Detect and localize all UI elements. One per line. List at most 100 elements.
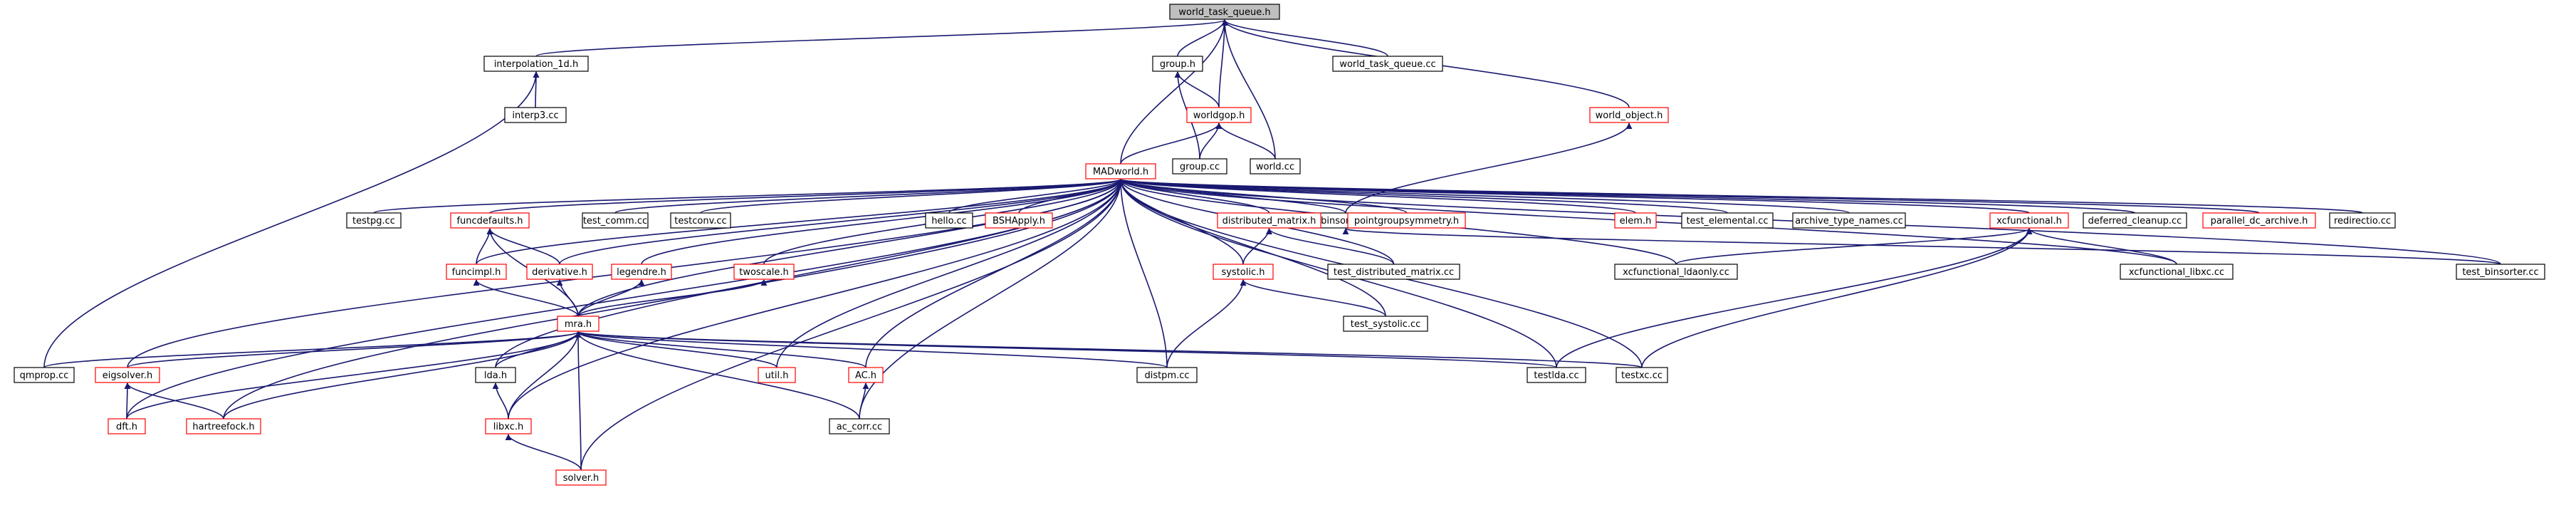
node-world-task-queue-h[interactable]: world_task_queue.h (1169, 4, 1280, 20)
node-archive-type-names-cc[interactable]: archive_type_names.cc (1792, 212, 1906, 229)
node-systolic-h[interactable]: systolic.h (1213, 264, 1274, 280)
node-twoscale-h[interactable]: twoscale.h (733, 264, 795, 280)
node-interpolation-1d-h[interactable]: interpolation_1d.h (483, 56, 589, 72)
node-box-test-elemental-cc[interactable] (1681, 212, 1774, 229)
node-box-world-cc[interactable] (1250, 158, 1301, 175)
node-world-object-h[interactable]: world_object.h (1589, 107, 1669, 123)
node-box-libxc-h[interactable] (485, 418, 532, 434)
node-box-derivative-h[interactable] (526, 264, 593, 280)
node-box-madworld-h[interactable] (1085, 163, 1156, 179)
node-solver-h[interactable]: solver.h (555, 469, 607, 486)
node-label-archive-type-names-cc: archive_type_names.cc (1795, 216, 1903, 227)
node-legendre-h[interactable]: legendre.h (611, 264, 672, 280)
node-box-test-systolic-cc[interactable] (1343, 316, 1428, 332)
node-box-hello-cc[interactable] (925, 212, 973, 229)
node-box-interpolation-1d-h[interactable] (483, 56, 589, 72)
node-world-task-queue-cc[interactable]: world_task_queue.cc (1332, 56, 1443, 72)
node-box-solver-h[interactable] (555, 469, 607, 486)
node-box-eigsolver-h[interactable] (95, 367, 160, 383)
node-eigsolver-h[interactable]: eigsolver.h (95, 367, 160, 383)
node-box-mra-h[interactable] (557, 316, 600, 332)
node-funcimpl-h[interactable]: funcimpl.h (446, 264, 507, 280)
node-test-comm-cc[interactable]: test_comm.cc (582, 212, 649, 229)
node-box-xcfunctional-libxc-cc[interactable] (2120, 264, 2234, 280)
node-libxc-h[interactable]: libxc.h (485, 418, 532, 434)
node-pointgroupsymmetry-h[interactable]: pointgroupsymmetry.h (1347, 212, 1466, 229)
node-box-elem-h[interactable] (1614, 212, 1657, 229)
node-group-h[interactable]: group.h (1152, 56, 1203, 72)
node-parallel-dc-archive-h[interactable]: parallel_dc_archive.h (2202, 212, 2316, 229)
node-elem-h[interactable]: elem.h (1614, 212, 1657, 229)
node-derivative-h[interactable]: derivative.h (526, 264, 593, 280)
node-box-world-task-queue-h[interactable] (1169, 4, 1280, 20)
node-xcfunctional-libxc-cc[interactable]: xcfunctional_libxc.cc (2120, 264, 2234, 280)
edge-distpm-cc-to-madworld-h (1117, 179, 1168, 368)
node-distributed-matrix-h[interactable]: distributed_matrix.h (1217, 212, 1321, 229)
node-box-hartreefock-h[interactable] (186, 418, 261, 434)
node-test-binsorter-cc[interactable]: test_binsorter.cc (2456, 264, 2545, 280)
node-util-h[interactable]: util.h (758, 367, 796, 383)
node-box-distributed-matrix-h[interactable] (1217, 212, 1321, 229)
node-lda-h[interactable]: lda.h (475, 367, 516, 383)
node-deferred-cleanup-cc[interactable]: deferred_cleanup.cc (2083, 212, 2187, 229)
node-box-interp3-cc[interactable] (504, 107, 567, 123)
node-box-pointgroupsymmetry-h[interactable] (1347, 212, 1466, 229)
node-box-util-h[interactable] (758, 367, 796, 383)
node-box-testpg-cc[interactable] (346, 212, 402, 229)
node-box-twoscale-h[interactable] (733, 264, 795, 280)
node-box-group-h[interactable] (1152, 56, 1203, 72)
node-box-redirectio-cc[interactable] (2329, 212, 2396, 229)
node-dft-h[interactable]: dft.h (108, 418, 146, 434)
node-testlda-cc[interactable]: testlda.cc (1527, 367, 1586, 383)
node-test-elemental-cc[interactable]: test_elemental.cc (1681, 212, 1774, 229)
node-madworld-h[interactable]: MADworld.h (1085, 163, 1156, 179)
node-testpg-cc[interactable]: testpg.cc (346, 212, 402, 229)
node-funcdefaults-h[interactable]: funcdefaults.h (450, 212, 530, 229)
node-box-xcfunctional-h[interactable] (1989, 212, 2069, 229)
node-interp3-cc[interactable]: interp3.cc (504, 107, 567, 123)
node-box-ac-h[interactable] (848, 367, 884, 383)
node-box-legendre-h[interactable] (611, 264, 672, 280)
node-box-lda-h[interactable] (475, 367, 516, 383)
node-box-testxc-cc[interactable] (1616, 367, 1668, 383)
node-hello-cc[interactable]: hello.cc (925, 212, 973, 229)
node-box-archive-type-names-cc[interactable] (1792, 212, 1906, 229)
node-mra-h[interactable]: mra.h (557, 316, 600, 332)
node-box-xcfunctional-ldaonly-cc[interactable] (1614, 264, 1738, 280)
node-qmprop-cc[interactable]: qmprop.cc (14, 367, 75, 383)
node-box-world-task-queue-cc[interactable] (1332, 56, 1443, 72)
node-box-test-distributed-matrix-cc[interactable] (1327, 264, 1460, 280)
node-box-world-object-h[interactable] (1589, 107, 1669, 123)
node-distpm-cc[interactable]: distpm.cc (1136, 367, 1198, 383)
node-box-dft-h[interactable] (108, 418, 146, 434)
node-box-ac-corr-cc[interactable] (829, 418, 890, 434)
node-xcfunctional-ldaonly-cc[interactable]: xcfunctional_ldaonly.cc (1614, 264, 1738, 280)
node-ac-corr-cc[interactable]: ac_corr.cc (829, 418, 890, 434)
node-hartreefock-h[interactable]: hartreefock.h (186, 418, 261, 434)
node-group-cc[interactable]: group.cc (1172, 158, 1227, 175)
node-redirectio-cc[interactable]: redirectio.cc (2329, 212, 2396, 229)
node-testconv-cc[interactable]: testconv.cc (670, 212, 731, 229)
node-world-cc[interactable]: world.cc (1250, 158, 1301, 175)
node-box-parallel-dc-archive-h[interactable] (2202, 212, 2316, 229)
node-box-bshapply-h[interactable] (985, 212, 1053, 229)
node-ac-h[interactable]: AC.h (848, 367, 884, 383)
node-xcfunctional-h[interactable]: xcfunctional.h (1989, 212, 2069, 229)
node-box-funcimpl-h[interactable] (446, 264, 507, 280)
node-test-systolic-cc[interactable]: test_systolic.cc (1343, 316, 1428, 332)
node-box-testlda-cc[interactable] (1527, 367, 1586, 383)
node-box-test-comm-cc[interactable] (582, 212, 649, 229)
node-box-systolic-h[interactable] (1213, 264, 1274, 280)
node-box-worldgop-h[interactable] (1186, 107, 1252, 123)
node-box-qmprop-cc[interactable] (14, 367, 75, 383)
node-bshapply-h[interactable]: BSHApply.h (985, 212, 1053, 229)
node-testxc-cc[interactable]: testxc.cc (1616, 367, 1668, 383)
node-box-group-cc[interactable] (1172, 158, 1227, 175)
node-box-deferred-cleanup-cc[interactable] (2083, 212, 2187, 229)
node-box-testconv-cc[interactable] (670, 212, 731, 229)
node-box-distpm-cc[interactable] (1136, 367, 1198, 383)
node-box-test-binsorter-cc[interactable] (2456, 264, 2545, 280)
node-test-distributed-matrix-cc[interactable]: test_distributed_matrix.cc (1327, 264, 1460, 280)
node-box-funcdefaults-h[interactable] (450, 212, 530, 229)
node-worldgop-h[interactable]: worldgop.h (1186, 107, 1252, 123)
